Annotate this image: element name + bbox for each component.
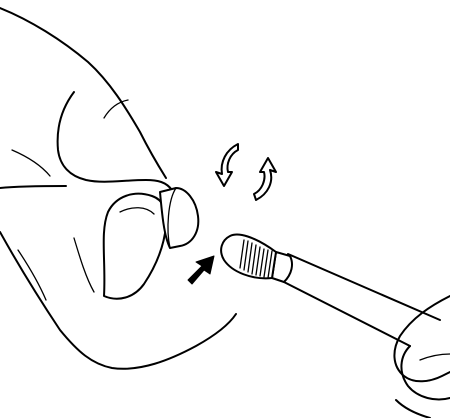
left-hand-lower-outline xyxy=(0,232,236,369)
stylus-shaft-bottom xyxy=(280,280,410,346)
left-hand-outline xyxy=(0,8,166,178)
stylus-shaft-top xyxy=(288,254,440,320)
left-hand-crease-3 xyxy=(74,238,94,292)
left-hand xyxy=(0,8,236,369)
rotate-arrow-upper xyxy=(216,144,238,186)
right-hand-crease xyxy=(420,354,450,360)
left-hand-crease-1 xyxy=(12,150,50,176)
left-index-fingernail xyxy=(0,186,66,188)
cap-body xyxy=(160,188,198,248)
pen-cap xyxy=(160,188,198,248)
left-index-finger xyxy=(58,92,172,190)
rotate-arrows-icon xyxy=(216,144,276,200)
push-arrow-icon xyxy=(188,256,214,284)
left-thumb xyxy=(104,194,167,299)
left-hand-crease-2 xyxy=(18,250,46,300)
push-arrow-shape xyxy=(188,256,214,284)
right-hand-outline xyxy=(394,296,450,381)
left-thumbnail xyxy=(120,208,154,214)
rotate-arrow-lower xyxy=(254,158,276,200)
right-hand-lower xyxy=(396,400,430,418)
left-hand-crease-4 xyxy=(104,100,128,118)
stylus xyxy=(221,235,440,346)
right-hand xyxy=(394,296,450,418)
